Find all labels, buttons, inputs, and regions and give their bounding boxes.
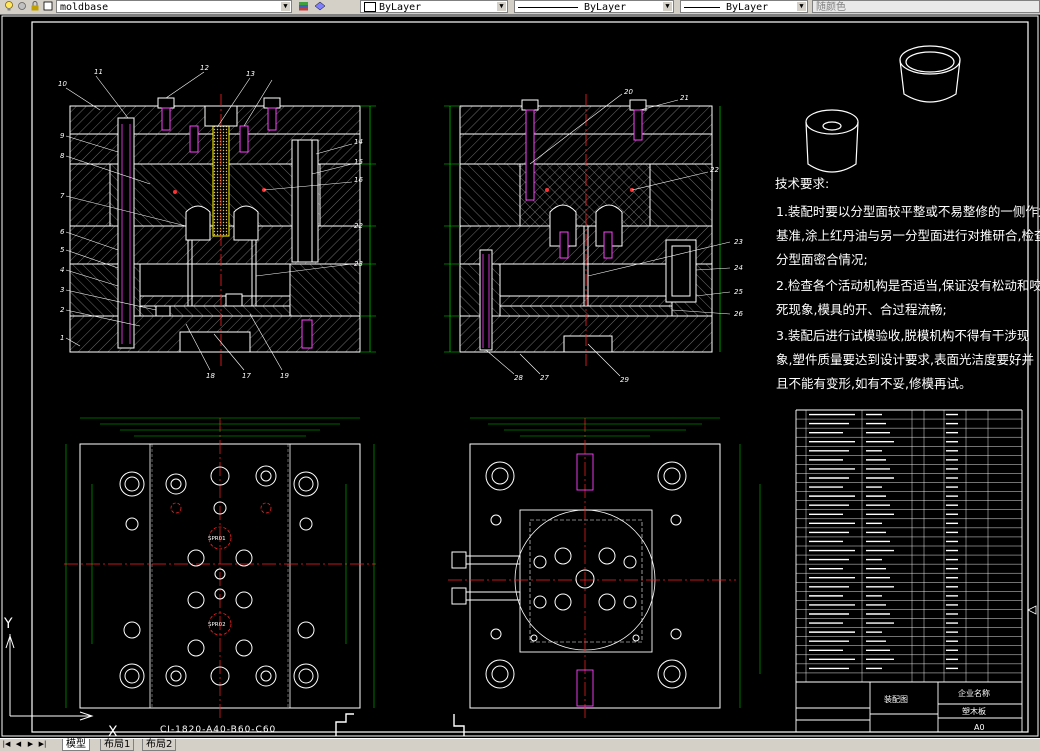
sheet-size: A0 xyxy=(974,723,985,732)
sun-icon[interactable] xyxy=(17,1,27,11)
last-tab-icon[interactable]: ▶| xyxy=(38,740,47,748)
tab-layout2[interactable]: 布局2 xyxy=(142,739,177,751)
tab-model[interactable]: 模型 xyxy=(62,739,90,751)
color-value: ByLayer xyxy=(379,2,422,13)
bill-of-materials xyxy=(795,409,1023,683)
color-control[interactable]: ByLayer ▼ xyxy=(360,0,508,13)
part-label: 6 xyxy=(60,228,65,236)
layout-tabs-bar: |◀ ◀ ▶ ▶| 模型 布局1 布局2 xyxy=(0,738,1040,751)
tech-line: 3.装配后进行试模验收,脱模机构不得有干涉现 xyxy=(776,328,1029,343)
lightbulb-icon[interactable] xyxy=(4,1,14,11)
assembly-drawing[interactable]: 10 11 12 13 9 8 7 6 5 4 3 2 1 14 15 16 2… xyxy=(0,14,1040,740)
part-label: 23 xyxy=(354,260,363,268)
part-label: 19 xyxy=(280,372,289,380)
left-section-part-numbers: 10 11 12 13 9 8 7 6 5 4 3 2 1 14 15 16 2… xyxy=(58,64,363,380)
part-label: 3 xyxy=(60,286,64,294)
left-plan-view: SPR01 SPR02 xyxy=(64,417,376,720)
lock-icon[interactable] xyxy=(30,1,40,11)
left-section-view xyxy=(65,71,376,371)
part-label: 11 xyxy=(94,68,103,76)
moldbase-code: CI-1820-A40-B60-C60 xyxy=(160,725,276,735)
ucs-x-label: X xyxy=(108,724,118,738)
plotstyle-value: 随颜色 xyxy=(816,2,846,13)
color-square-icon[interactable] xyxy=(43,1,53,11)
tech-line: 且不能有变形,如有不妥,修模再试。 xyxy=(776,376,971,391)
part-label: 1 xyxy=(60,334,64,342)
layer-previous-icon[interactable] xyxy=(314,1,326,11)
part-label: 9 xyxy=(60,132,65,140)
part-label: 10 xyxy=(58,80,67,88)
tech-line: 基准,涂上红丹油与另一分型面进行对推研合,检查 xyxy=(776,228,1040,243)
plotstyle-control[interactable]: 随颜色 xyxy=(812,0,1040,13)
part-label: 24 xyxy=(734,264,743,272)
part-label: 20 xyxy=(624,88,633,96)
drawing-name: 装配图 xyxy=(884,694,908,704)
material-label: 塑木板 xyxy=(962,706,986,716)
break-symbol xyxy=(335,713,354,736)
part-label: 4 xyxy=(60,266,64,274)
right-section-view xyxy=(444,93,731,377)
part-label: 29 xyxy=(620,376,629,384)
part-label: 2 xyxy=(60,306,65,314)
part-label: 18 xyxy=(206,372,215,380)
linetype-value: ByLayer xyxy=(584,2,627,13)
break-symbol xyxy=(453,714,465,736)
technical-requirements: 技术要求: 1.装配时要以分型面较平整或不易整修的一侧作为 基准,涂上红丹油与另… xyxy=(775,176,1040,391)
right-section-part-numbers: 20 21 22 23 24 25 26 28 27 29 xyxy=(514,88,743,384)
part-3d-preview xyxy=(805,45,961,173)
part-label: 15 xyxy=(354,158,363,166)
tech-line: 分型面密合情况; xyxy=(776,252,868,267)
chevron-down-icon[interactable]: ▼ xyxy=(663,2,672,11)
sheet-inner-border xyxy=(31,21,1029,733)
lineweight-value: ByLayer xyxy=(726,2,769,13)
chevron-down-icon[interactable]: ▼ xyxy=(497,2,506,11)
sheet-outer-border xyxy=(1,15,1039,737)
part-label: 22 xyxy=(710,166,719,174)
tech-title: 技术要求: xyxy=(775,176,829,191)
properties-toolbar: moldbase ▼ ByLayer ▼ ByLayer ▼ ByLayer ▼ 随颜色 xyxy=(0,0,1040,15)
chevron-down-icon[interactable]: ▼ xyxy=(281,2,290,11)
layer-states-icon[interactable] xyxy=(298,1,308,11)
chevron-down-icon[interactable]: ▼ xyxy=(797,2,806,11)
part-label: 17 xyxy=(242,372,251,380)
right-plan-view xyxy=(448,417,761,720)
model-space-canvas[interactable]: 10 11 12 13 9 8 7 6 5 4 3 2 1 14 15 16 2… xyxy=(0,14,1040,740)
ucs-icon xyxy=(5,634,94,721)
part-label: 5 xyxy=(60,246,65,254)
part-label: 13 xyxy=(246,70,255,78)
layer-name: moldbase xyxy=(60,2,109,13)
part-label: 27 xyxy=(540,374,549,382)
part-label: 23 xyxy=(734,238,743,246)
first-tab-icon[interactable]: |◀ xyxy=(2,740,11,748)
prev-tab-icon[interactable]: ◀ xyxy=(15,740,22,748)
part-label: 16 xyxy=(354,176,363,184)
next-tab-icon[interactable]: ▶ xyxy=(27,740,34,748)
title-block xyxy=(795,681,1023,733)
tech-line: 2.检查各个活动机构是否适当,保证没有松动和咬 xyxy=(776,278,1040,293)
linetype-control[interactable]: ByLayer ▼ xyxy=(514,0,674,13)
part-label: 7 xyxy=(60,192,65,200)
company-name: 企业名称 xyxy=(958,688,990,698)
tech-line: 象,塑件质量要达到设计要求,表面光洁度要好并 xyxy=(776,352,1034,367)
tech-line: 死现象,模具的开、合过程流畅; xyxy=(776,302,947,317)
part-label: 22 xyxy=(354,222,363,230)
insert-label: SPR01 xyxy=(208,536,226,542)
layer-control[interactable]: moldbase ▼ xyxy=(56,0,292,13)
lineweight-control[interactable]: ByLayer ▼ xyxy=(680,0,808,13)
part-label: 25 xyxy=(734,288,743,296)
part-label: 12 xyxy=(200,64,209,72)
ucs-y-label: Y xyxy=(3,616,13,632)
part-label: 8 xyxy=(60,152,65,160)
part-label: 21 xyxy=(680,94,689,102)
part-label: 14 xyxy=(354,138,363,146)
tech-line: 1.装配时要以分型面较平整或不易整修的一侧作为 xyxy=(776,204,1040,219)
part-label: 26 xyxy=(734,310,743,318)
tab-layout1[interactable]: 布局1 xyxy=(100,739,135,751)
insert-label: SPR02 xyxy=(208,622,226,628)
part-label: 28 xyxy=(514,374,523,382)
